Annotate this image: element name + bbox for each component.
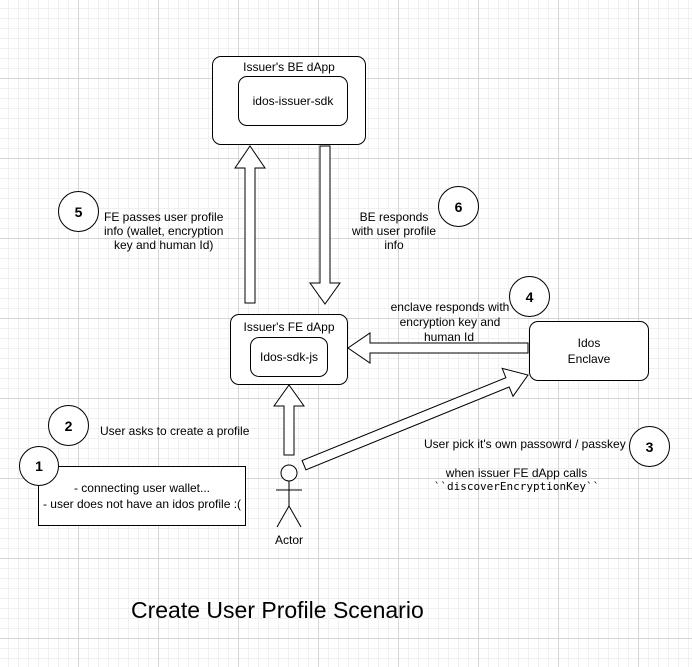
step-6-text-line1: BE responds	[359, 210, 429, 224]
step-6-text-line3: info	[384, 238, 404, 252]
arrow-actor-to-enclave	[301, 367, 529, 471]
idos-issuer-sdk-label: idos-issuer-sdk	[252, 94, 334, 108]
issuer-be-dapp-box: Issuer's BE dApp idos-issuer-sdk	[212, 56, 366, 145]
step-3-text-line3: ``discoverEncryptionKey``	[433, 480, 600, 493]
arrow-actor-to-fe	[273, 384, 305, 456]
issuer-fe-dapp-title: Issuer's FE dApp	[243, 320, 335, 334]
step-5-text-line1: FE passes user profile	[104, 210, 224, 224]
step-6-badge: 6	[438, 186, 479, 227]
arrow-be-to-fe	[309, 145, 341, 305]
step-6-text-line2: with user profile	[351, 224, 437, 238]
arrow-fe-to-be	[234, 145, 266, 304]
issuer-fe-dapp-box: Issuer's FE dApp Idos-sdk-js	[230, 314, 348, 385]
note-line2: - user does not have an idos profile :(	[42, 497, 242, 511]
step-2-badge: 2	[48, 405, 89, 446]
actor-figure	[276, 464, 302, 528]
step-3-badge: 3	[629, 426, 670, 467]
arrow-enclave-to-fe	[347, 332, 529, 364]
step-3-text-line1: User pick it's own passowrd / passkey	[424, 437, 626, 451]
step-5-text-line3: key and human Id)	[114, 238, 214, 252]
step-4-badge: 4	[509, 276, 550, 317]
note-line1: - connecting user wallet...	[73, 481, 211, 495]
idos-enclave-label-line2: Enclave	[567, 352, 611, 366]
actor-label: Actor	[274, 533, 303, 547]
step-3-text-line2: when issuer FE dApp calls	[445, 466, 588, 480]
step-1-badge: 1	[19, 446, 59, 486]
step-4-text-line2: encryption key and	[399, 315, 501, 329]
idos-issuer-sdk-box: idos-issuer-sdk	[238, 76, 348, 126]
step-2-text: User asks to create a profile	[100, 424, 250, 438]
idos-sdk-js-label: Idos-sdk-js	[259, 350, 318, 364]
step-4-text-line1: enclave responds with	[390, 300, 510, 314]
idos-enclave-box: Idos Enclave	[529, 321, 649, 381]
note-box: - connecting user wallet... - user does …	[38, 466, 246, 526]
diagram-title: Create User Profile Scenario	[131, 597, 424, 623]
step-4-text-line3: human Id	[424, 330, 475, 344]
idos-enclave-label-line1: Idos	[577, 336, 601, 350]
step-5-badge: 5	[58, 191, 99, 232]
issuer-be-dapp-title: Issuer's BE dApp	[243, 60, 335, 74]
step-5-text-line2: info (wallet, encryption	[104, 224, 224, 238]
idos-sdk-js-box: Idos-sdk-js	[250, 337, 328, 377]
